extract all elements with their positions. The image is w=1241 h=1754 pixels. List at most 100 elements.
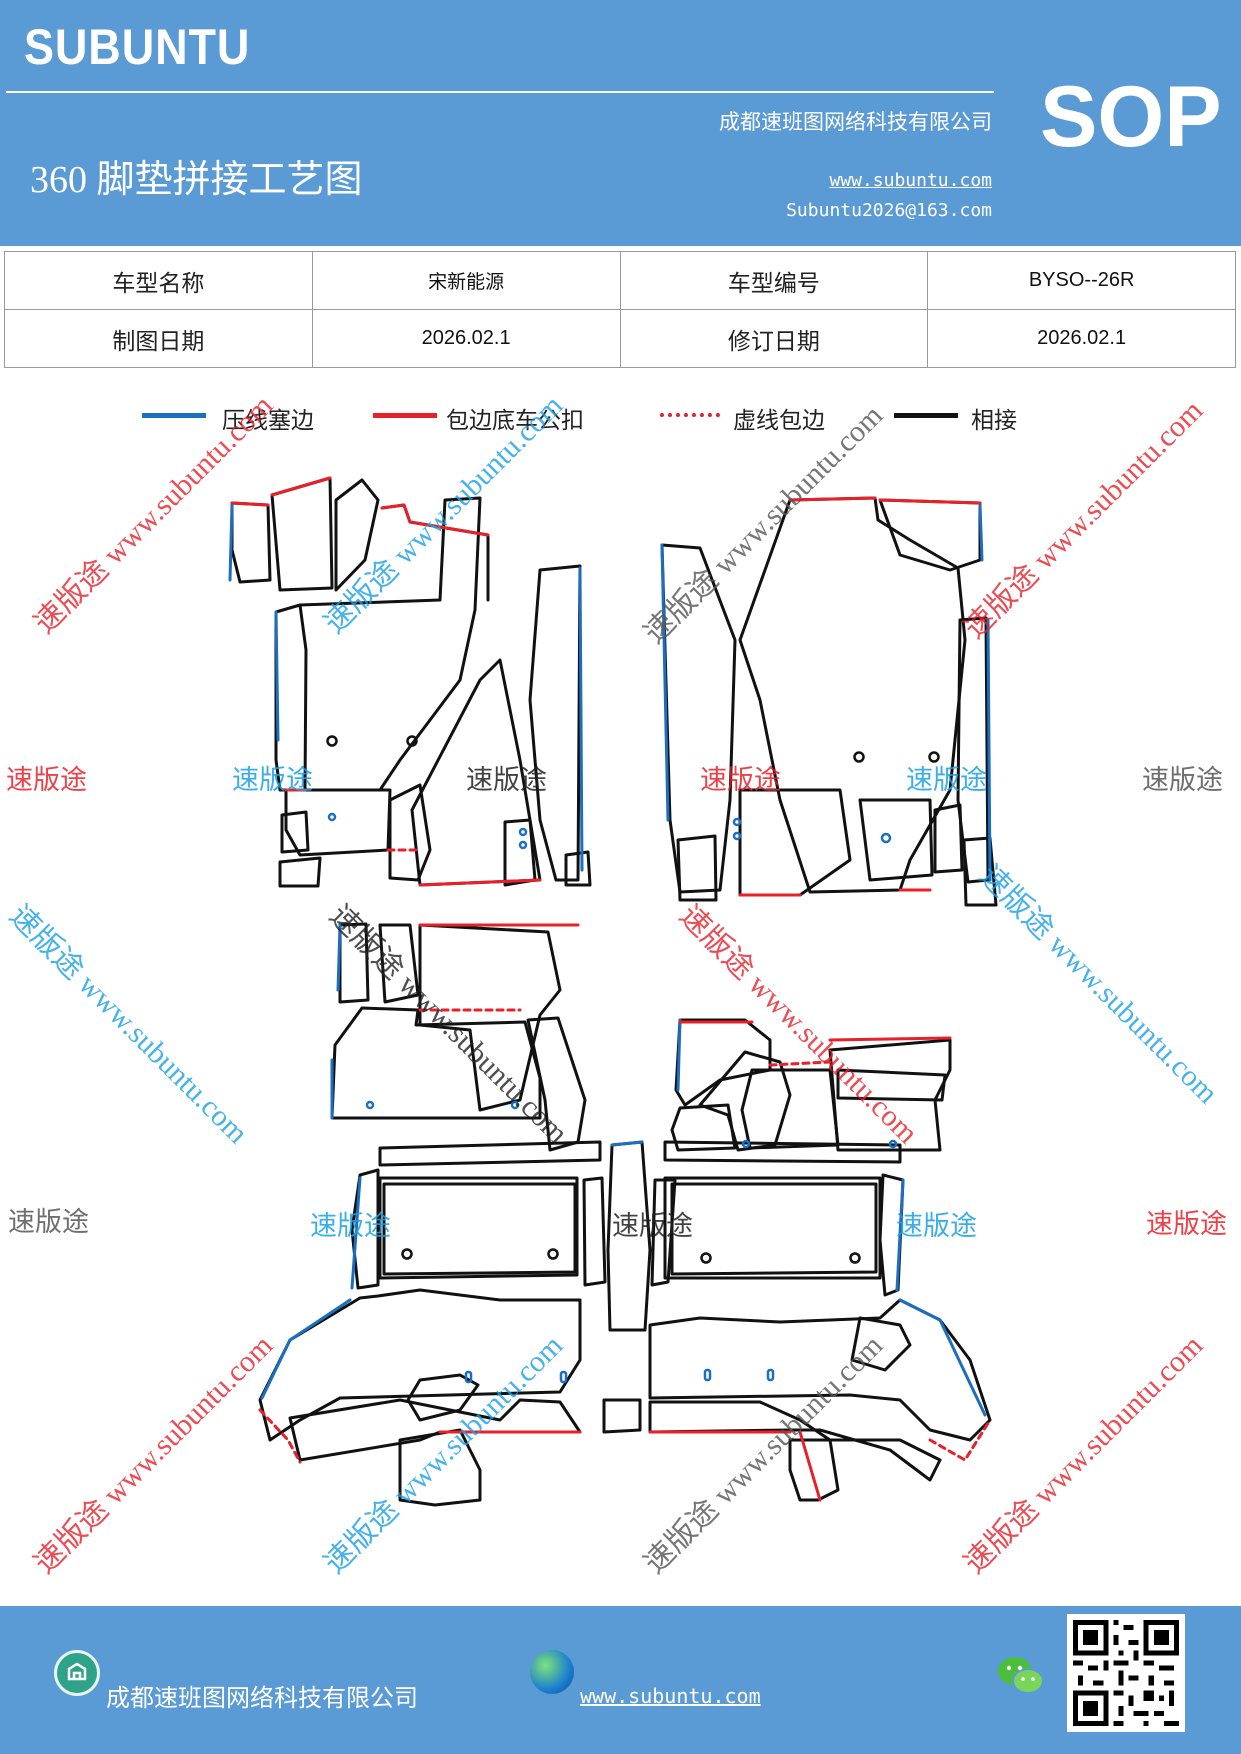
press-line	[610, 1140, 644, 1147]
legend-label-joint: 相接	[971, 408, 1017, 433]
mat-piece	[406, 1373, 480, 1422]
mat-piece	[738, 788, 852, 897]
mat-piece	[650, 1178, 677, 1287]
mat-piece	[962, 836, 998, 907]
mat-piece	[270, 476, 334, 592]
brand-logo: SUBUNTU	[24, 19, 251, 75]
mat-piece	[288, 1398, 582, 1462]
press-line	[350, 1176, 362, 1290]
mat-piece	[284, 788, 392, 857]
mat-piece	[334, 478, 380, 592]
watermark: 速版途	[1142, 765, 1223, 795]
edging-line	[270, 476, 332, 497]
mat-piece	[850, 1316, 912, 1372]
watermark: 速版途	[906, 765, 987, 795]
hole-marker	[880, 832, 892, 844]
press-line	[676, 1018, 682, 1092]
hole-marker	[732, 817, 742, 827]
hole-marker	[547, 1248, 559, 1260]
dashed-edging-line	[928, 1418, 992, 1462]
slot-marker	[559, 1370, 568, 1384]
press-line	[260, 1298, 352, 1400]
mat-piece	[298, 496, 482, 792]
slot-marker	[703, 1368, 712, 1382]
edging-line	[788, 496, 877, 502]
footer-website-link[interactable]: www.subuntu.com	[580, 1684, 761, 1708]
hole-marker	[849, 1252, 861, 1264]
mat-piece	[933, 803, 964, 874]
watermark: 速版途	[232, 765, 313, 795]
header-banner: SUBUNTU SOP 360 脚垫拼接工艺图 成都速班图网络科技有限公司 ww…	[0, 0, 1241, 246]
hole-marker	[888, 1139, 898, 1149]
watermark: 速版途	[8, 1207, 89, 1237]
press-line	[228, 503, 234, 582]
mat-piece	[278, 856, 322, 888]
vehicle-code-value: BYSO--26R	[927, 251, 1236, 310]
watermark: 速版途	[700, 765, 781, 795]
email-address: Subuntu2026@163.com	[786, 200, 992, 221]
mat-piece	[602, 1398, 642, 1434]
mat-piece	[788, 1438, 840, 1502]
watermark: 速版途	[6, 765, 87, 795]
hole-marker	[326, 735, 338, 747]
header-divider	[6, 91, 994, 93]
hole-marker	[365, 1100, 375, 1110]
wechat-icon[interactable]	[996, 1654, 1046, 1698]
company-logo-icon	[54, 1650, 100, 1696]
mat-piece	[382, 1182, 577, 1276]
mat-piece	[858, 798, 934, 882]
globe-icon	[530, 1650, 574, 1694]
press-line	[336, 923, 342, 992]
mat-piece	[648, 1400, 942, 1482]
hole-marker	[741, 1139, 751, 1149]
mat-piece	[378, 1176, 579, 1280]
line-legend: 压线塞边 包边底车公扣 虚线包边 相接	[0, 401, 1241, 441]
vehicle-name-label: 车型名称	[4, 251, 313, 310]
edging-line	[380, 503, 490, 537]
hole-marker	[853, 751, 865, 763]
mat-piece	[338, 922, 370, 1004]
mat-piece	[378, 923, 420, 1004]
hole-marker	[401, 1248, 413, 1260]
slot-marker	[464, 1370, 473, 1384]
company-name: 成都速班图网络科技有限公司	[719, 110, 992, 134]
mat-piece	[648, 1298, 992, 1442]
vehicle-name-value: 宋新能源	[311, 251, 621, 310]
watermark: 速版途	[896, 1211, 977, 1241]
mat-piece	[663, 1176, 882, 1280]
legend-swatch-black	[894, 413, 958, 418]
drawing-date-label: 制图日期	[4, 309, 313, 368]
dashed-edging-line	[258, 1408, 302, 1464]
slot-marker	[766, 1368, 775, 1382]
edging-line	[828, 1036, 952, 1042]
legend-swatch-blue	[142, 413, 206, 418]
watermark: 速版途	[466, 765, 547, 795]
press-line	[895, 1178, 905, 1292]
press-line	[578, 566, 584, 872]
hole-marker	[406, 735, 418, 747]
hole-marker	[700, 1252, 712, 1264]
mat-piece	[676, 834, 718, 902]
press-line	[986, 618, 992, 882]
press-line	[274, 610, 280, 742]
table-row: 车型名称 宋新能源 车型编号 BYSO--26R	[4, 251, 1236, 310]
legend-label-pressline: 压线塞边	[222, 408, 314, 433]
press-line	[898, 1298, 987, 1417]
table-row: 制图日期 2026.02.1 修订日期 2026.02.1	[4, 309, 1236, 368]
website-link[interactable]: www.subuntu.com	[829, 170, 992, 191]
mat-piece	[582, 1176, 607, 1287]
legend-label-dashed-edging: 虚线包边	[733, 408, 825, 433]
watermark: 速版途	[310, 1211, 391, 1241]
hole-marker	[928, 751, 940, 763]
vehicle-code-label: 车型编号	[619, 251, 929, 310]
floor-mat-drawing	[228, 476, 998, 1507]
edging-line	[798, 1430, 822, 1502]
hole-marker	[732, 831, 742, 841]
mat-piece	[388, 783, 432, 882]
edging-line	[230, 501, 270, 507]
drawing-date-value: 2026.02.1	[311, 309, 621, 368]
hole-marker	[510, 1100, 520, 1110]
edging-line	[878, 498, 982, 505]
mat-piece	[528, 564, 582, 882]
mat-piece	[878, 498, 982, 572]
